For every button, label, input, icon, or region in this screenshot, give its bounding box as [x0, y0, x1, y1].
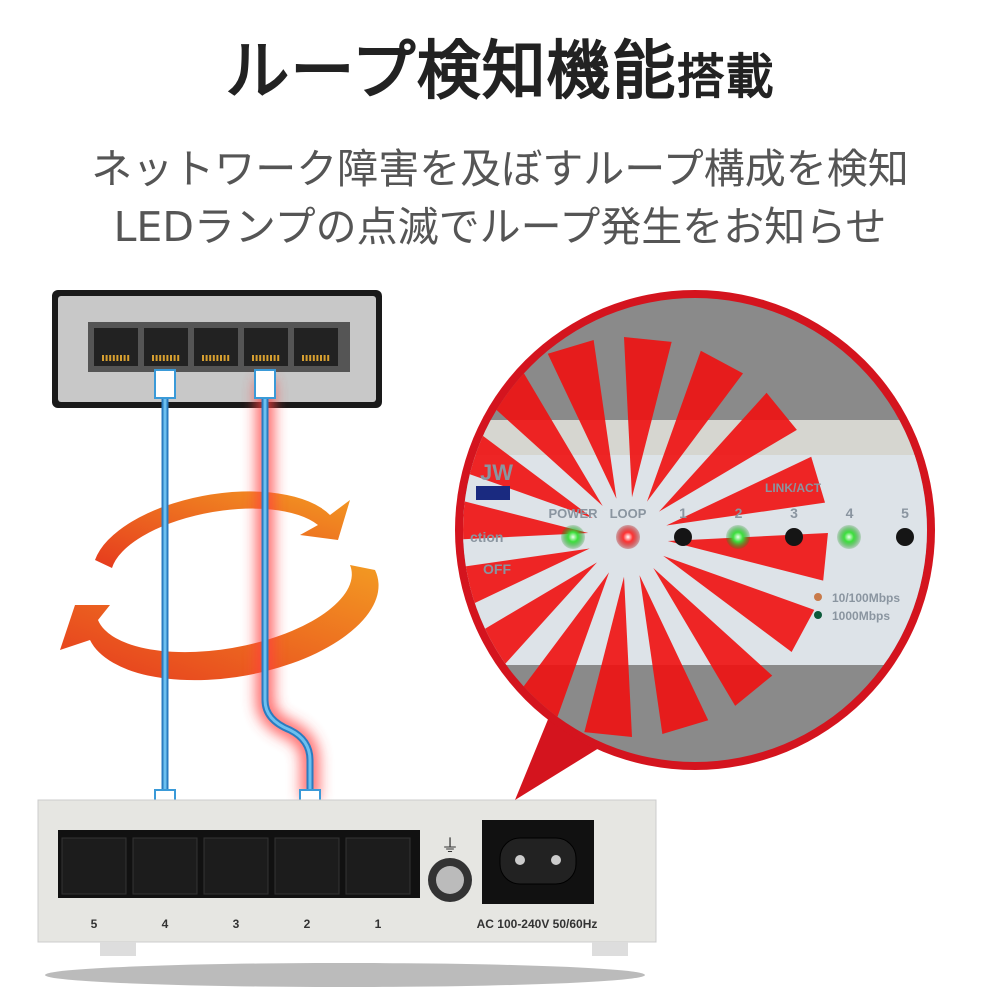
rear-lan-port [274, 837, 340, 895]
rear-port-label: 4 [162, 917, 169, 931]
loop-flash-ray [512, 572, 610, 724]
rear-lan-port [132, 837, 198, 895]
led-5 [896, 528, 914, 546]
legend-1000: 1000Mbps [832, 609, 890, 623]
upstream-port [194, 328, 238, 366]
lan-cables [154, 369, 321, 821]
loop-flash-ray [646, 350, 744, 502]
legend-10-100: 10/100Mbps [832, 591, 900, 605]
legend-swatch-1000 [814, 611, 822, 619]
rear-lan-port [61, 837, 127, 895]
led-2 [726, 525, 750, 549]
subtitle-line2: LEDランプの点滅でループ発生をお知らせ [113, 203, 887, 251]
led-4 [837, 525, 861, 549]
port-number-label: 3 [790, 505, 798, 521]
rear-lan-port [203, 837, 269, 895]
rear-port-label: 5 [91, 917, 98, 931]
link-act-label: LINK/ACT [765, 481, 822, 495]
function-label: ction [470, 529, 503, 545]
loop-label: LOOP [610, 506, 647, 521]
loop-flash-ray [463, 493, 589, 541]
headline-main: ループ検知機能 [225, 35, 677, 109]
port-number-label: 2 [735, 505, 743, 521]
rear-switch: 5 4 3 2 1 ⏚ AC 100-240V 50/60Hz [37, 799, 657, 987]
loop-flash-ray [639, 575, 709, 735]
off-label: OFF [483, 561, 511, 577]
loop-flash-ray [547, 339, 617, 499]
loop-flash-ray [653, 567, 773, 706]
power-rating-label: AC 100-240V 50/60Hz [477, 917, 598, 931]
loop-flash-ray [463, 421, 593, 519]
loop-flash-ray [624, 337, 672, 498]
upstream-port [144, 328, 188, 366]
port-number-label: 1 [679, 505, 687, 521]
upstream-port [94, 328, 138, 366]
ground-icon: ⏚ [441, 836, 459, 857]
model-name-fragment: JW [480, 460, 513, 485]
led-1 [674, 528, 692, 546]
magnified-led-panel: JW ction OFF POWER LOOP LINK/ACT 1 2 3 4 5 1… [455, 290, 935, 800]
rear-port-label: 2 [304, 917, 311, 931]
legend-swatch-10-100 [814, 593, 822, 601]
loop-flash-ray [663, 555, 815, 653]
headline-suffix: 搭載 [676, 49, 775, 105]
port-number-label: 4 [846, 505, 854, 521]
loop-flash-ray [667, 533, 828, 581]
loop-flash-ray [666, 456, 826, 526]
led-power [561, 525, 585, 549]
rear-port-label: 1 [375, 917, 382, 931]
led-loop [616, 525, 640, 549]
loop-arrows-icon [60, 491, 379, 681]
loop-flash-ray [584, 576, 632, 737]
subtitle-line1: ネットワーク障害を及ぼすループ構成を検知 [91, 145, 909, 193]
loop-flash-ray [658, 392, 797, 512]
rear-port-label: 3 [233, 917, 240, 931]
upstream-port [244, 328, 288, 366]
port-number-label: 5 [901, 505, 909, 521]
loop-flash-ray [483, 368, 603, 507]
rear-lan-port [345, 837, 411, 895]
led-3 [785, 528, 803, 546]
power-label: POWER [548, 506, 598, 521]
upstream-switch [52, 290, 382, 408]
headline: ループ検知機能搭載 [0, 20, 1000, 112]
upstream-port [294, 328, 338, 366]
